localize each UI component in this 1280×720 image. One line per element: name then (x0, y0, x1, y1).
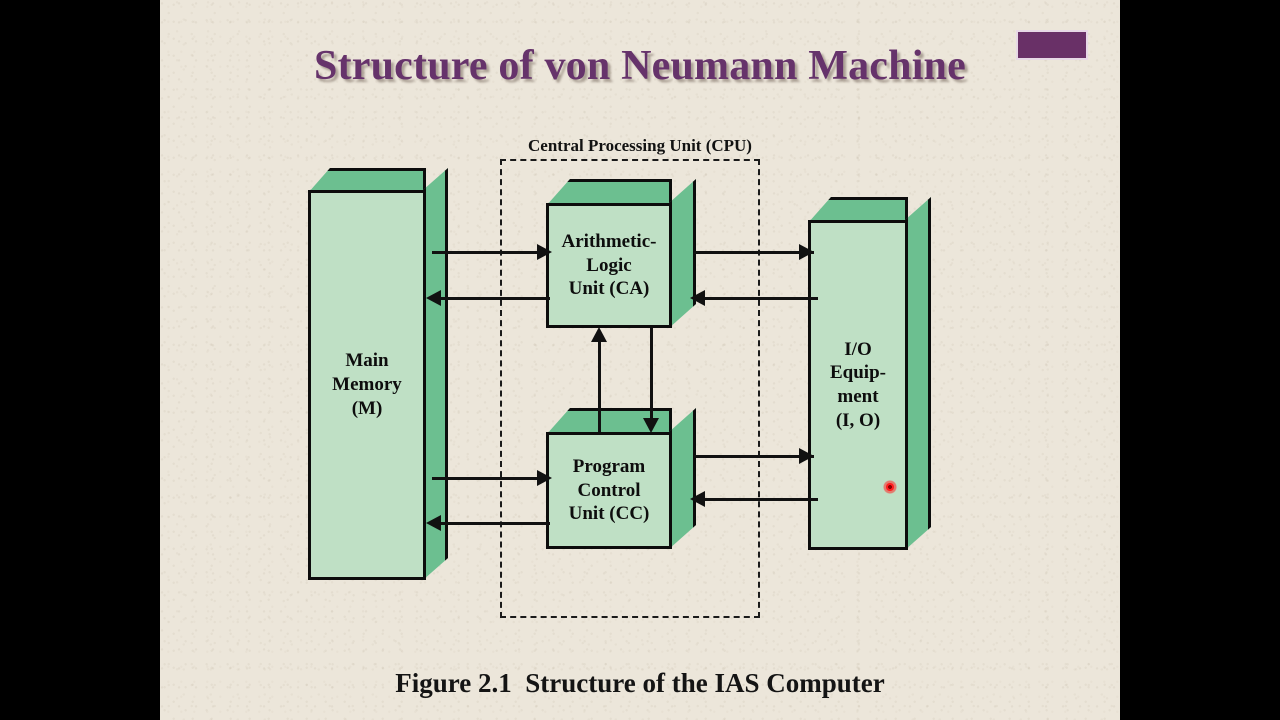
cpu-boundary-box (500, 159, 760, 618)
letterbox-bar-right (1120, 0, 1280, 720)
diagram-box-main-memory: Main Memory (M) (308, 168, 426, 580)
diagram-box-io-equipment: I/O Equip- ment (I, O) (808, 197, 908, 550)
arrow-alu-to-main-memory (438, 297, 550, 300)
arrowhead-alu-to-program-control (643, 418, 659, 433)
cpu-boundary-label: Central Processing Unit (CPU) (528, 136, 752, 155)
arrow-alu-to-io-equipment (694, 251, 814, 254)
arrowhead-program-control-to-io-equipment (799, 448, 814, 464)
arrowhead-io-equipment-to-program-control (690, 491, 705, 507)
io-equipment-label: I/O Equip- ment (I, O) (830, 338, 886, 431)
von-neumann-diagram: Central Processing Unit (CPU) Main Memor… (160, 0, 1120, 720)
io-equipment-front-face: I/O Equip- ment (I, O) (808, 220, 908, 550)
arrowhead-alu-to-io-equipment (799, 244, 814, 260)
slide-title: Structure of von Neumann Machine (314, 43, 966, 89)
arrow-alu-to-program-control (650, 328, 653, 420)
arrow-main-memory-to-alu (432, 251, 548, 254)
program-control-front-face: Program Control Unit (CC) (546, 432, 672, 549)
arrowhead-program-control-to-alu (591, 327, 607, 342)
alu-label: Arithmetic- Logic Unit (CA) (561, 230, 657, 300)
program-control-side-face (669, 408, 696, 549)
arrow-program-control-to-io-equipment (694, 455, 814, 458)
program-control-label: Program Control Unit (CC) (568, 455, 650, 525)
figure-caption: Figure 2.1 Structure of the IAS Computer (395, 668, 885, 698)
arrow-io-equipment-to-program-control (702, 498, 818, 501)
arrowhead-io-equipment-to-alu (690, 290, 705, 306)
main-memory-front-face: Main Memory (M) (308, 190, 426, 580)
io-equipment-side-face (905, 197, 931, 550)
purple-swatch-decoration (1016, 30, 1088, 60)
arrow-program-control-to-main-memory (438, 522, 550, 525)
presentation-slide: Structure of von Neumann Machine Central… (160, 0, 1120, 720)
alu-front-face: Arithmetic- Logic Unit (CA) (546, 203, 672, 328)
arrowhead-main-memory-to-alu (537, 244, 552, 260)
diagram-box-program-control: Program Control Unit (CC) (546, 408, 672, 549)
letterbox-bar-left (0, 0, 160, 720)
arrow-main-memory-to-program-control (432, 477, 548, 480)
diagram-box-alu: Arithmetic- Logic Unit (CA) (546, 179, 672, 328)
arrow-program-control-to-alu (598, 338, 601, 432)
arrowhead-alu-to-main-memory (426, 290, 441, 306)
arrowhead-program-control-to-main-memory (426, 515, 441, 531)
main-memory-label: Main Memory (M) (332, 350, 402, 419)
arrowhead-main-memory-to-program-control (537, 470, 552, 486)
arrow-io-equipment-to-alu (702, 297, 818, 300)
